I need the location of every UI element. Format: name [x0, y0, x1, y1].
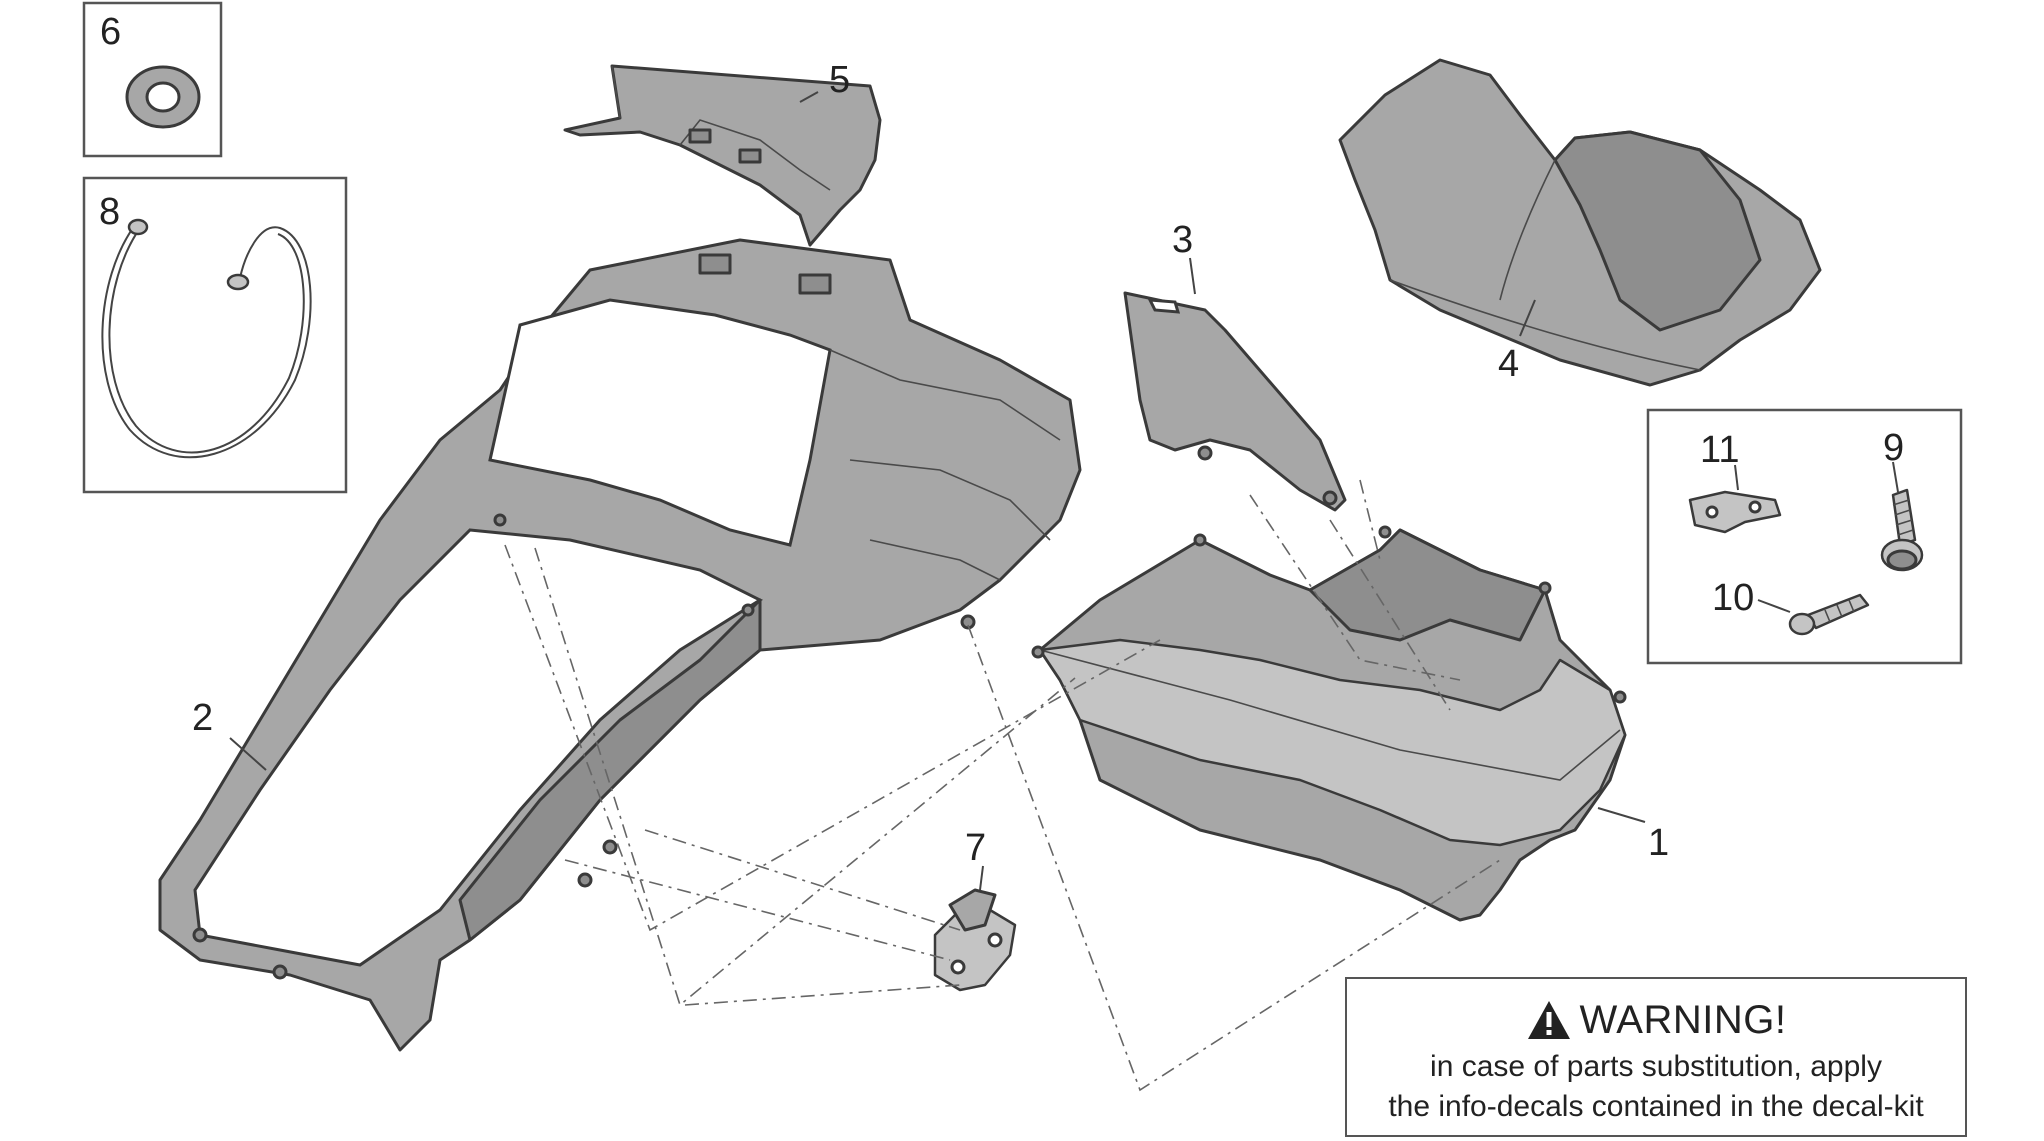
warning-title: WARNING!: [1579, 997, 1787, 1042]
assembly-lines: [504, 479, 1501, 1092]
callout-3: 3: [1172, 219, 1193, 261]
callout-8: 8: [99, 191, 120, 233]
callout-10: 10: [1712, 577, 1754, 619]
callout-2: 2: [192, 697, 213, 739]
warning-notice: WARNING! in case of parts substitution, …: [1345, 977, 1967, 1137]
callout-6: 6: [100, 11, 121, 53]
callout-9: 9: [1883, 427, 1904, 469]
leader-lines: [229, 91, 1899, 891]
warning-line-2: the info-decals contained in the decal-k…: [1388, 1090, 1924, 1123]
part-2-body-frame: [158, 238, 1082, 1052]
part-1-storage-compartment: [1031, 525, 1627, 922]
inset-frame-parts-9-10-11: [1646, 408, 1963, 665]
callout-4: 4: [1498, 343, 1519, 385]
part-6-grommet: [125, 65, 201, 129]
inset-frame-part-8: [82, 176, 348, 494]
part-3-panel: [1123, 291, 1347, 512]
callout-7: 7: [965, 827, 986, 869]
callout-5: 5: [829, 59, 850, 101]
warning-title-row: WARNING!: [1347, 993, 1965, 1047]
part-10-screw: [1788, 593, 1870, 636]
warning-triangle-icon: [1527, 1001, 1570, 1039]
callout-11: 11: [1700, 429, 1739, 471]
part-11-clip: [1688, 490, 1782, 534]
callout-1: 1: [1648, 822, 1669, 864]
part-4-seat: [1338, 58, 1822, 387]
inset-frame-part-6: [82, 1, 223, 158]
part-5-cover: [563, 64, 882, 247]
part-7-bracket: [933, 888, 1017, 992]
part-8-cable: [101, 218, 312, 459]
warning-line-1: in case of parts substitution, apply: [1430, 1050, 1882, 1083]
part-9-bolt: [1880, 488, 1924, 572]
